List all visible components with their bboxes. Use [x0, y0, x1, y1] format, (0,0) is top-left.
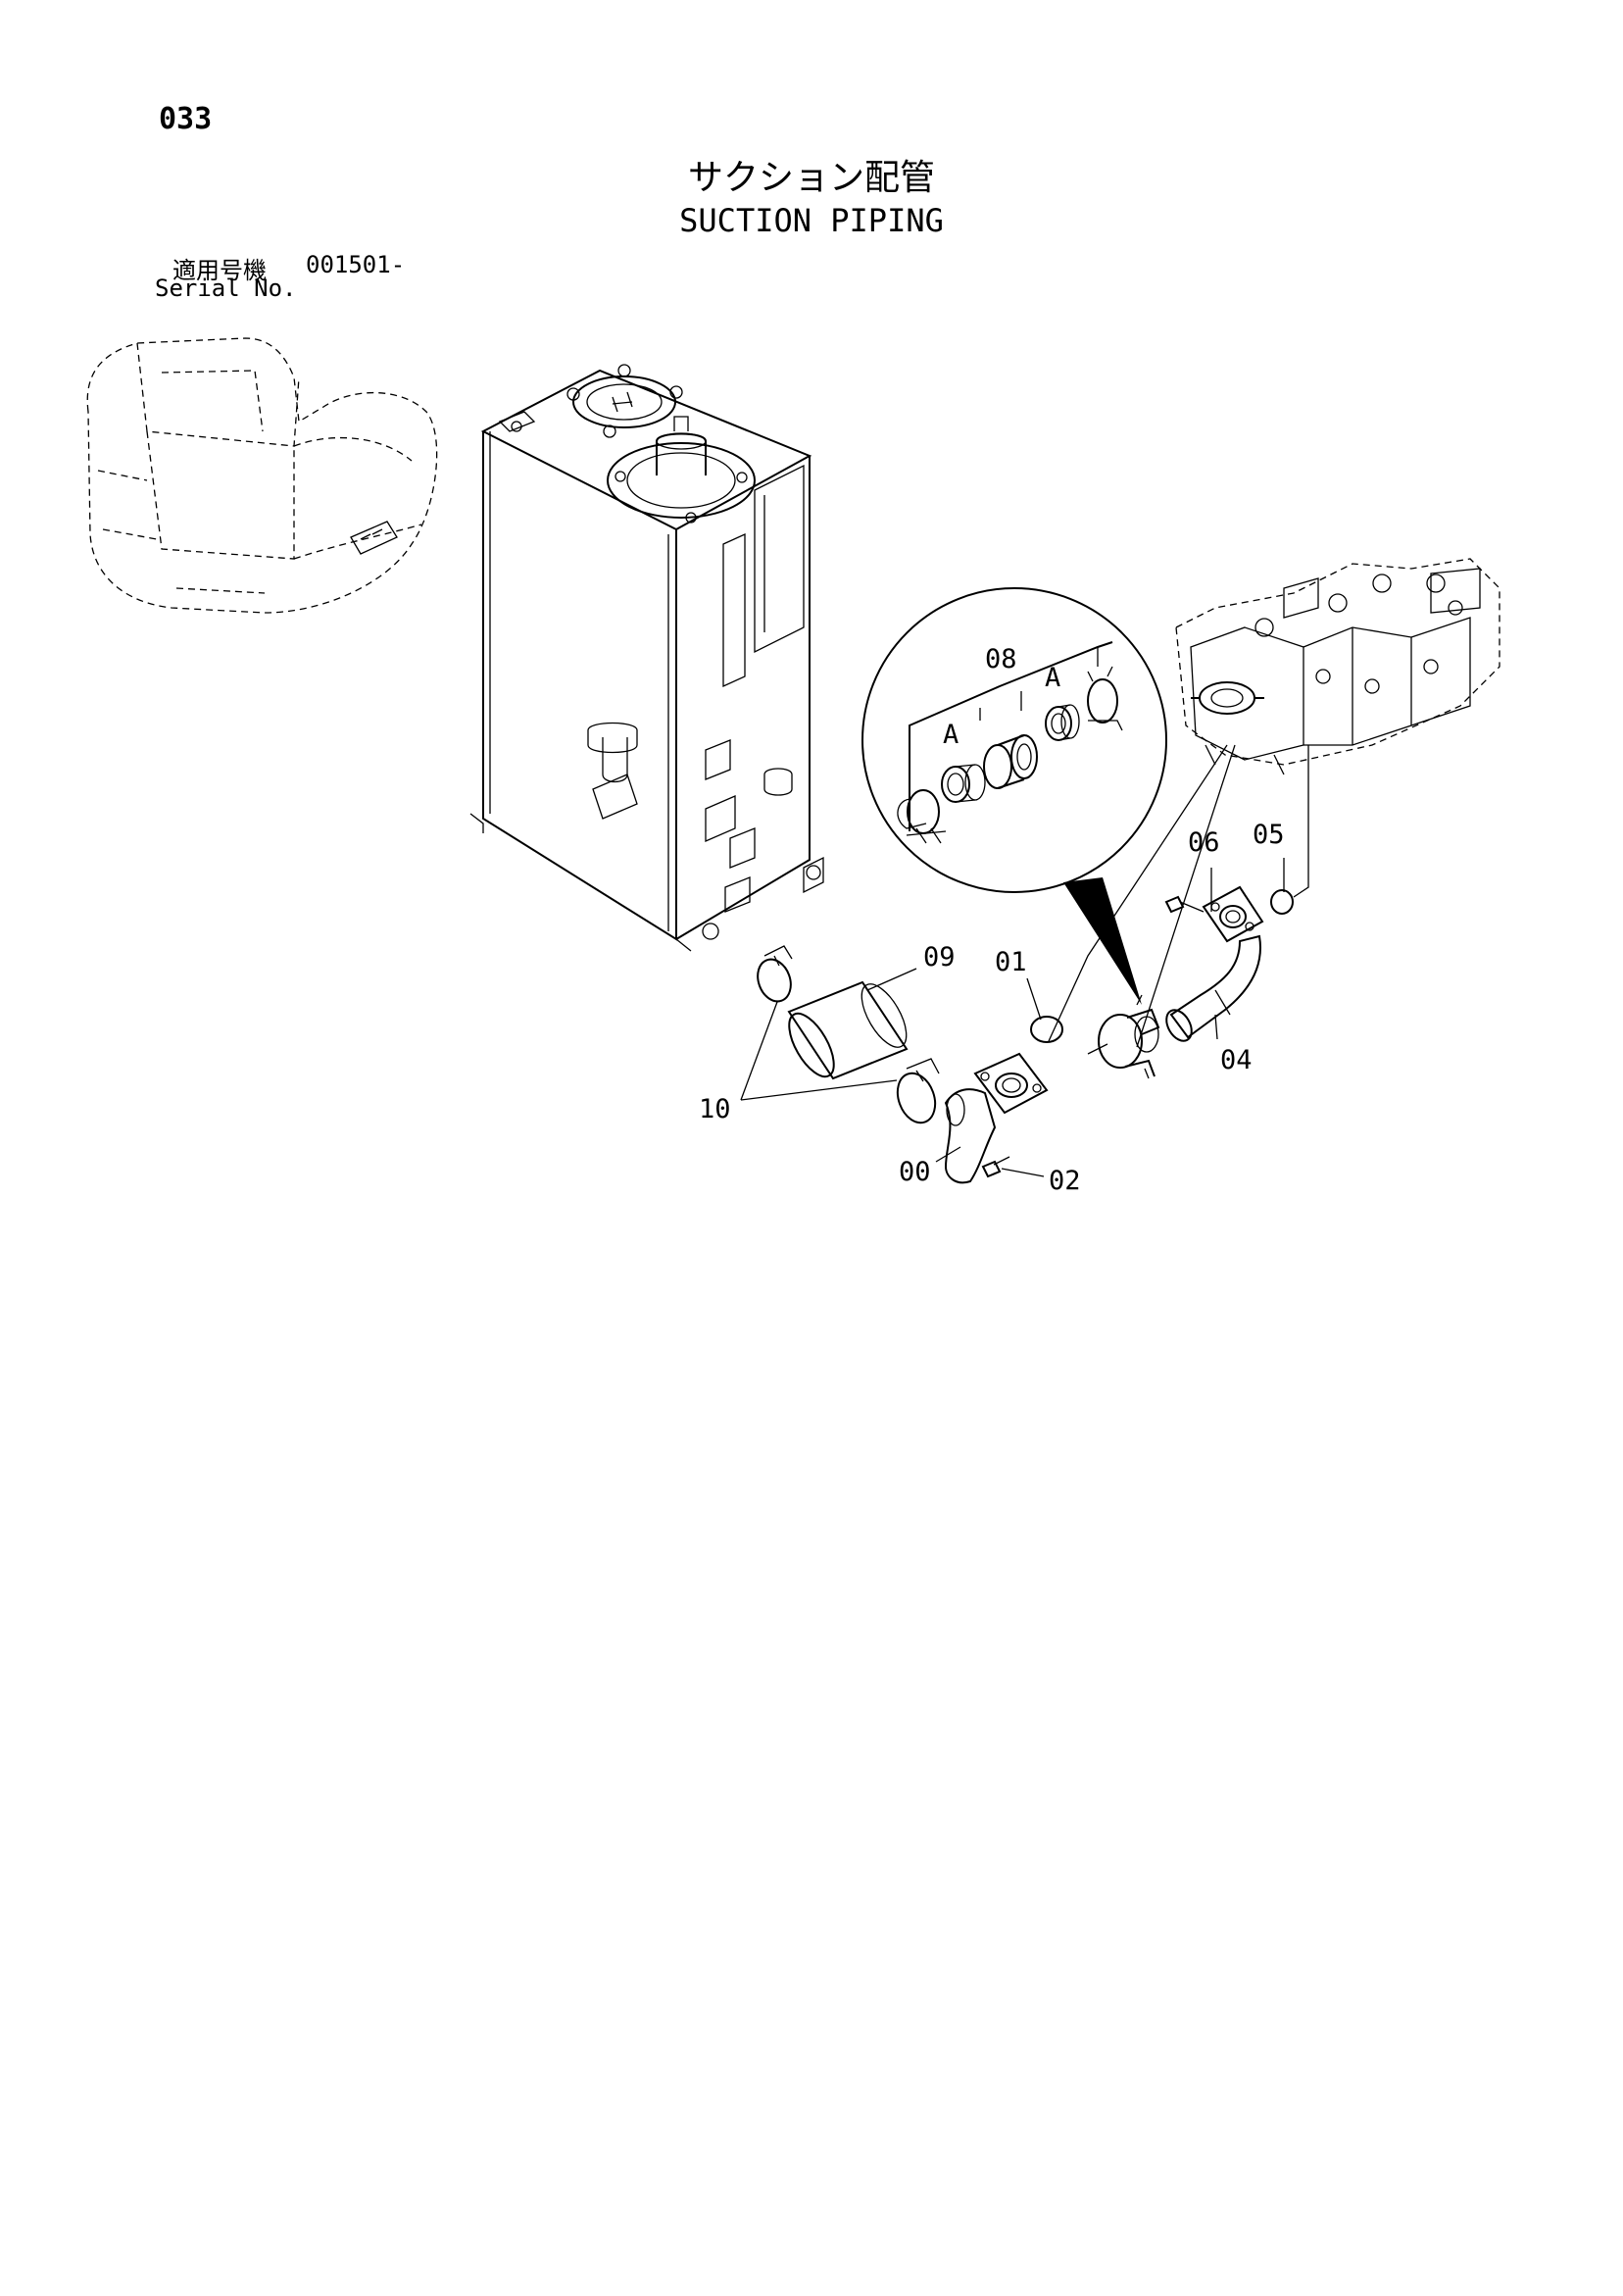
detail-label-a-left: A: [943, 720, 959, 750]
callout-09: 09: [923, 942, 956, 973]
detail-clamp-left: [897, 789, 947, 844]
part-06-flange: [1164, 885, 1264, 943]
detail-view-circle: 08 A A: [861, 587, 1167, 1005]
excavator-locator-drawing: [86, 337, 438, 614]
detail-seal-left: [941, 764, 986, 803]
serial-label-english: Serial No.: [155, 275, 297, 302]
hydraulic-pump-drawing: [1175, 558, 1500, 775]
part-02-bolt: [981, 1156, 1010, 1178]
part-10-clamp-upper: [757, 945, 793, 1003]
part-04-pipe: [1165, 934, 1261, 1042]
serial-number-range: 001501-: [306, 251, 406, 278]
part-05-o-ring: [1270, 889, 1294, 915]
part-10-clamp-lower: [896, 1058, 940, 1124]
part-09-hose: [787, 980, 909, 1080]
clamp-joint-assembly: [1087, 994, 1160, 1079]
detail-pipe-joint: [983, 734, 1038, 789]
part-00-elbow: [944, 1052, 1049, 1184]
callout-06: 06: [1188, 827, 1220, 858]
serial-label-japanese: 適用号機: [172, 257, 267, 284]
detail-seal-right: [1045, 704, 1080, 741]
callout-01: 01: [995, 947, 1027, 977]
hydraulic-tank-drawing: [469, 364, 824, 952]
detail-label-a-right: A: [1045, 663, 1060, 693]
callout-05: 05: [1253, 820, 1285, 850]
callout-00: 00: [899, 1157, 931, 1187]
callout-08: 08: [985, 644, 1017, 674]
callout-02: 02: [1049, 1166, 1081, 1196]
leader-lines: [740, 744, 1309, 1177]
callout-10: 10: [699, 1094, 731, 1124]
tank-highlight-mark: [350, 521, 398, 555]
suction-piping-drawing: [757, 885, 1294, 1184]
page-title-japanese: サクション配管: [687, 158, 935, 198]
callout-04: 04: [1220, 1045, 1253, 1075]
part-01-o-ring: [1030, 1016, 1063, 1043]
page-number: 033: [159, 102, 213, 136]
detail-clamp-right: [1087, 666, 1123, 731]
page-title-english: SUCTION PIPING: [679, 202, 944, 239]
